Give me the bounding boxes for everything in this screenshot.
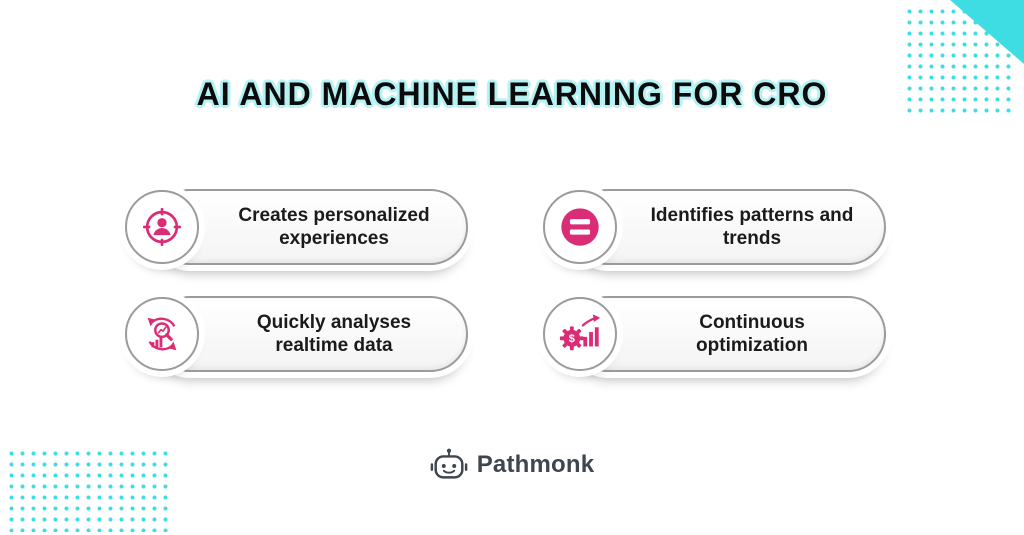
page-title: AI AND MACHINE LEARNING FOR CRO — [196, 76, 828, 112]
card-patterns-trends: Identifies patterns and trends — [540, 182, 888, 272]
card-icon-badge: $ — [543, 297, 617, 371]
card-personalized-experiences: Creates personalized experiences — [122, 182, 470, 272]
card-label: Continuous optimization — [696, 311, 808, 356]
card-label: Creates personalized experiences — [238, 204, 430, 249]
card-icon-badge — [125, 190, 199, 264]
realtime-analysis-icon — [147, 317, 177, 351]
card-continuous-optimization: Continuous optimization $ — [540, 289, 888, 379]
card-realtime-analysis: Quickly analyses realtime data — [122, 289, 470, 379]
card-label: Quickly analyses realtime data — [256, 311, 412, 356]
brand-name: Pathmonk — [476, 451, 595, 478]
pathmonk-robot-icon — [430, 448, 468, 479]
card-pill: Creates personalized experiences — [152, 189, 468, 265]
card-pill: Quickly analyses realtime data — [152, 296, 468, 372]
svg-text:$: $ — [569, 333, 575, 345]
optimization-gear-icon: $ — [559, 314, 601, 351]
card-icon-badge — [543, 190, 617, 264]
card-label: Identifies patterns and trends — [650, 204, 854, 249]
dot-grid-bottom-left — [6, 448, 172, 532]
patterns-equals-icon — [561, 208, 599, 246]
audience-target-icon — [142, 207, 182, 247]
card-pill: Continuous optimization — [570, 296, 886, 372]
card-pill: Identifies patterns and trends — [570, 189, 886, 265]
card-icon-badge — [125, 297, 199, 371]
brand-footer: Pathmonk — [0, 447, 1024, 483]
